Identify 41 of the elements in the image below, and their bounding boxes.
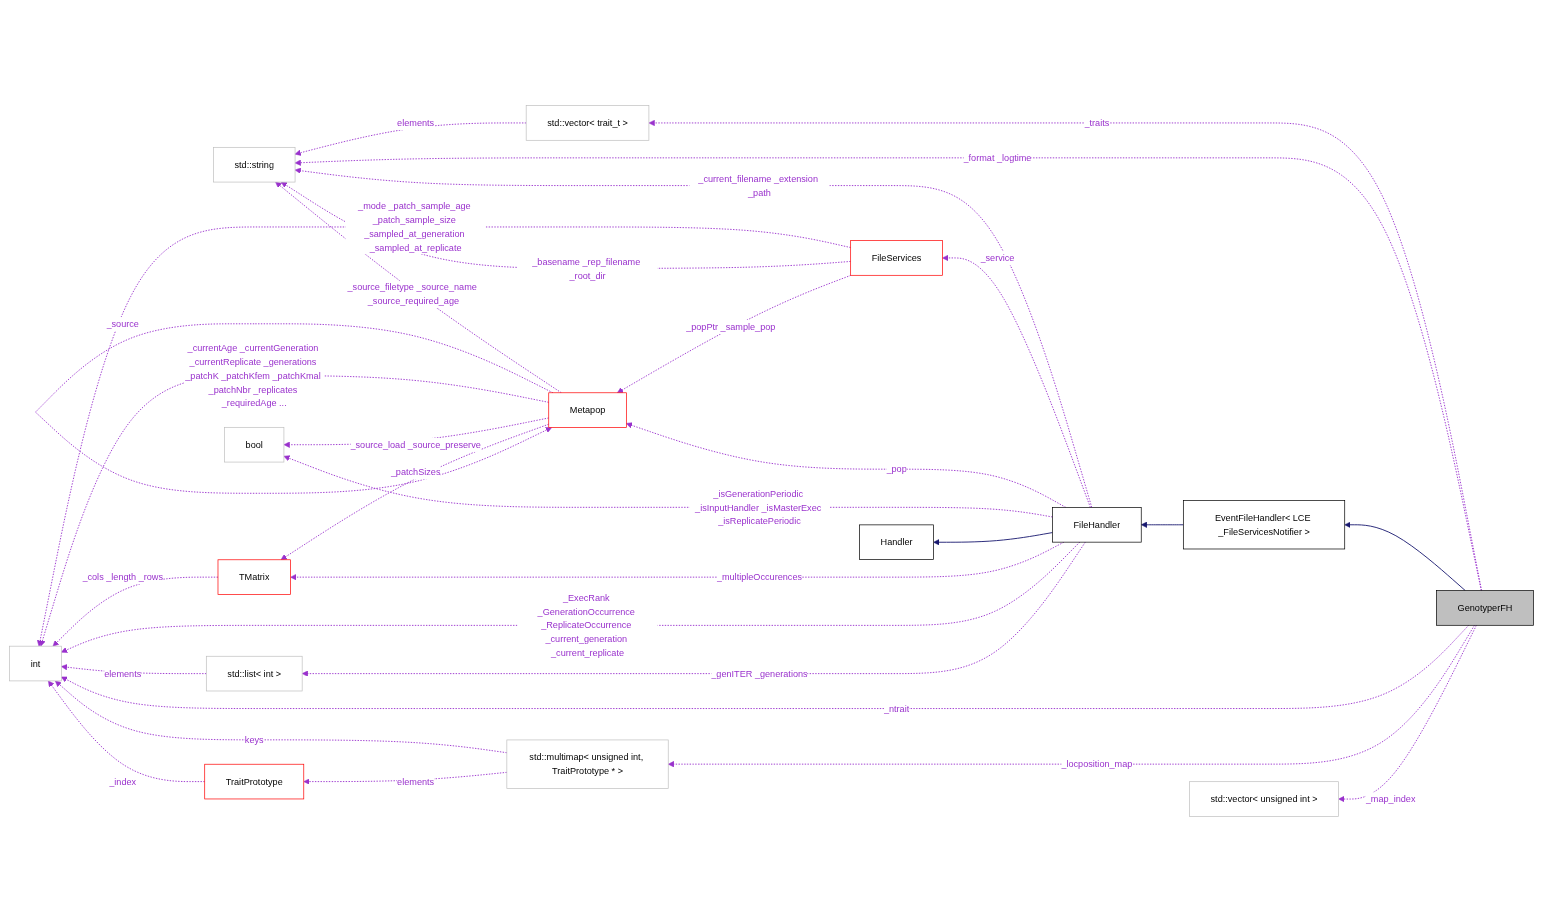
node-box: FileServices <box>850 240 943 276</box>
edge-label: elements <box>104 668 142 679</box>
node-box: std::multimap< unsigned int, TraitPrototype * > <box>506 739 669 789</box>
node-box: EventFileHandler< LCE _FileServicesNotifier > <box>1183 500 1346 550</box>
edge-label: _patchSizes <box>390 466 441 478</box>
edge-label: _source_load _source_preserve <box>350 439 481 450</box>
edge-label: keys <box>244 734 264 745</box>
edge-label: _map_index <box>1365 793 1416 805</box>
node-box: Metapop <box>548 392 627 428</box>
node-box: GenotyperFH <box>1436 590 1534 626</box>
edge-label: _traits <box>1084 117 1110 129</box>
node-box: std::list< int > <box>205 655 303 692</box>
node-box: std::vector< unsigned int > <box>1189 781 1339 817</box>
edge-label: _mode _patch_sample_age _patch_sample_size _sampled_at_generation _sampled_at_replicate <box>358 201 471 253</box>
edge-label: _multipleOccurences <box>716 571 803 583</box>
edge-label: _service <box>980 252 1015 264</box>
edge-label: _ExecRank _GenerationOccurrence _ReplicateOccurrence _current_generation _current_replicate <box>537 592 635 658</box>
node-box: Handler <box>859 524 934 560</box>
edge-label: _current_filename _extension _path <box>698 173 819 198</box>
edge-label: _pop <box>886 463 907 475</box>
edge-label: _genITER _generations <box>711 668 808 679</box>
node-box: std::string <box>213 147 296 183</box>
edge-label: _popPtr _sample_pop <box>686 321 776 332</box>
edge-label: elements <box>397 117 435 129</box>
edge-label: _ntrait <box>883 703 910 714</box>
node-box: int <box>9 645 62 682</box>
edge-label: _locposition_map <box>1061 758 1133 770</box>
edge-label: _currentAge _currentGeneration _currentReplicate _generations _patchK _patchKfem _patchKmal _patchNbr _replicates _requiredAge ... <box>185 342 321 409</box>
edge-label: _source <box>106 318 139 329</box>
node-box: TraitPrototype <box>204 763 305 800</box>
edge-label: _source_filetype _source_name _source_required_age <box>347 282 477 307</box>
node-box: std::vector< trait_t > <box>525 105 650 141</box>
edge-label: _cols _length _rows <box>82 571 164 583</box>
edge-label: elements <box>397 776 435 787</box>
edge-label: _format _logtime <box>963 152 1032 163</box>
node-box: bool <box>224 427 285 463</box>
node-box: FileHandler <box>1052 507 1142 543</box>
edge-label: _index <box>109 776 137 787</box>
edge-label: _basename _rep_filename _root_dir <box>532 256 641 281</box>
node-box: TMatrix <box>217 559 291 595</box>
edge-label: _isGenerationPeriodic _isInputHandler _isMasterExec _isReplicatePeriodic <box>695 488 822 527</box>
